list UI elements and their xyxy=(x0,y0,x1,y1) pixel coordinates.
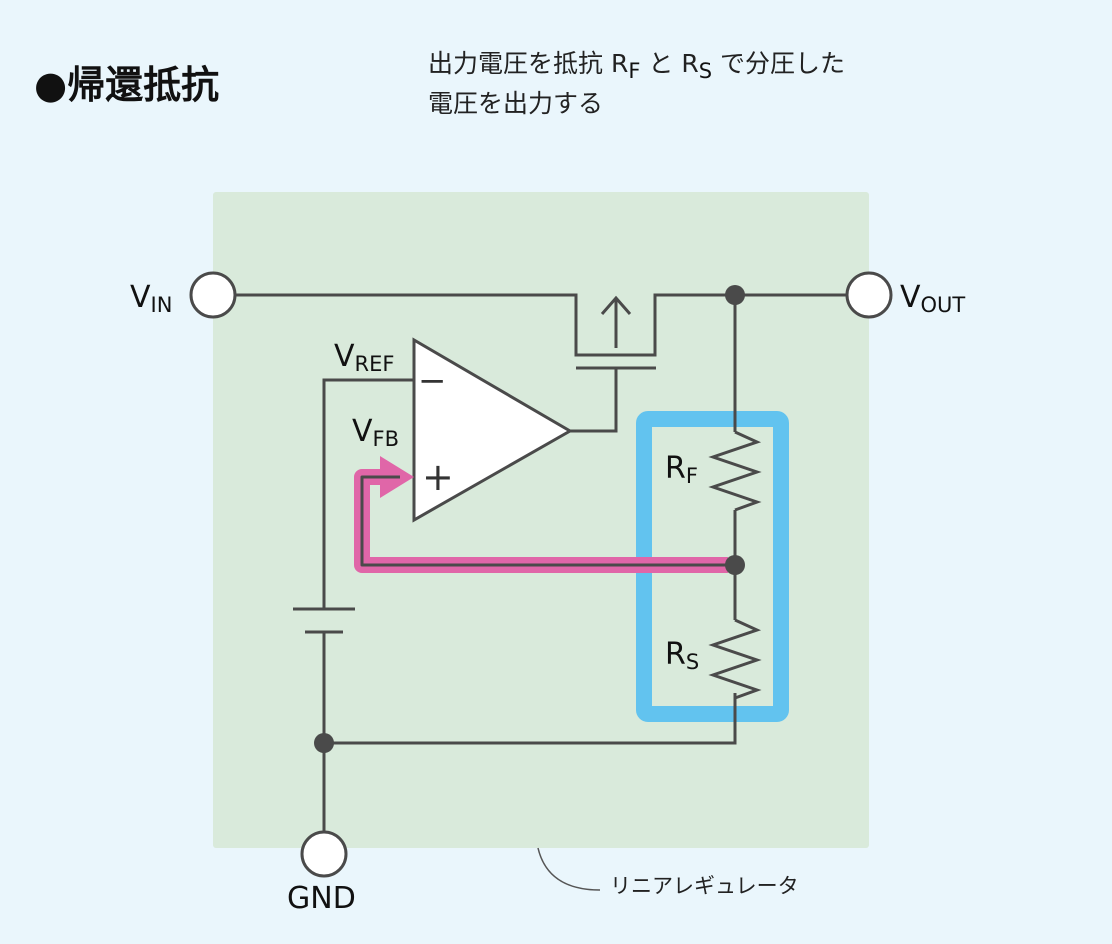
rs-label: RS xyxy=(665,637,699,674)
regulator-label: リニアレギュレータ xyxy=(610,874,799,898)
vout-terminal xyxy=(845,271,893,319)
vref-wire xyxy=(322,378,414,608)
feedback-junction xyxy=(725,555,745,575)
resistor-rs xyxy=(708,618,762,700)
vfb-label: VFB xyxy=(352,414,399,451)
plus-sign: + xyxy=(422,455,454,499)
description-line1: 出力電圧を抵抗 RF と RS で分圧した xyxy=(428,49,845,83)
regulator-callout-line xyxy=(537,847,601,891)
vout-junction xyxy=(725,285,745,305)
regulator-box xyxy=(213,192,869,848)
bottom-wire xyxy=(324,693,737,745)
gnd-terminal xyxy=(300,830,348,878)
main-wire xyxy=(236,293,848,357)
op-amp xyxy=(412,337,574,523)
vin-label: VIN xyxy=(130,280,172,317)
rf-label: RF xyxy=(665,451,698,488)
gnd-junction xyxy=(314,733,334,753)
gnd-label: GND xyxy=(287,881,356,916)
vout-label: VOUT xyxy=(900,280,965,317)
transistor-arrow-icon xyxy=(600,295,632,348)
minus-sign: − xyxy=(418,361,447,401)
page-title: ●帰還抵抗 xyxy=(34,63,219,107)
description-line2: 電圧を出力する xyxy=(428,89,603,118)
vref-label: VREF xyxy=(334,339,394,376)
vin-terminal xyxy=(189,271,237,319)
resistor-rf xyxy=(708,430,762,512)
feedback-wire xyxy=(360,475,728,567)
gate-wire xyxy=(570,368,618,433)
